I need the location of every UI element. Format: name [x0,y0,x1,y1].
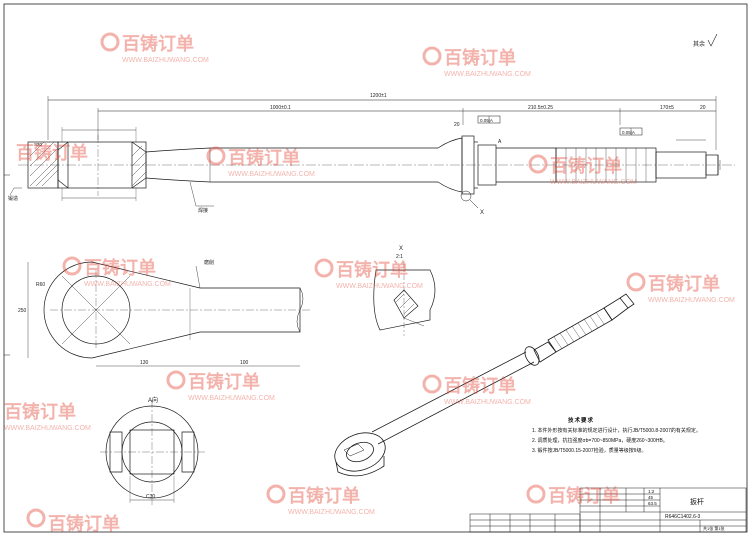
section-scale: 2:1 [396,254,403,260]
dim-small: 20 [700,105,706,111]
roughness-symbol [707,33,718,47]
dim-left: 1000±0.1 [270,105,291,111]
watermark-brand: 百铸订单 [648,273,720,295]
watermark-url: WWW.BAIZHUWANG.COM [188,395,275,402]
view-a [100,400,205,505]
watermark: 百铸订单 [26,508,120,535]
hex-size: S30 [34,142,43,147]
watermark: 百铸订单 WWW.BAIZHUWANG.COM [166,370,275,402]
watermark-url: WWW.BAIZHUWANG.COM [84,281,171,288]
watermark-brand: 百铸订单 [288,485,360,507]
watermark: 百铸订单 WWW.BAIZHUWANG.COM [266,484,375,516]
watermark-url: WWW.BAIZHUWANG.COM [228,171,315,178]
dim-head-neck: 100 [240,360,249,366]
watermark-url: WWW.BAIZHUWANG.COM [444,399,531,406]
section-marker-a: A [498,139,502,145]
tolerance-box: 0.05|A [480,118,493,123]
watermark: 百铸订单 WWW.BAIZHUWANG.COM [62,256,171,288]
notes-title: 技术要求 [568,418,595,424]
label-weld: 焊接 [198,207,208,214]
watermark-url: WWW.BAIZHUWANG.COM [336,283,423,290]
label-forged: 锻造 [8,195,18,202]
watermark: 百铸订单 WWW.BAIZHUWANG.COM [528,154,637,186]
watermark: 百铸订单 WWW.BAIZHUWANG.COM [206,146,315,178]
view-marker-x: X [480,210,484,216]
title-weight: 63.5 [648,501,657,506]
watermark: 百铸订单 WWW.BAIZHUWANG.COM [4,401,91,432]
watermark-url: WWW.BAIZHUWANG.COM [288,509,375,516]
watermark-brand: 百铸订单 [4,401,76,423]
head-plan-view [27,261,310,367]
main-view [9,96,735,209]
section-x-detail [373,262,436,336]
watermark-brand: 百铸订单 [122,33,194,55]
note-item-1: 1. 本件外形按有关标准的规定进行设计，执行JB/T5000.8-2007的有关… [532,428,701,434]
sheet-border [3,3,748,533]
watermark-brand: 百铸订单 [336,259,408,281]
view-a-label: A向 [148,396,158,404]
isometric-view [334,293,635,477]
watermark-brand: 百铸订单 [188,371,260,393]
watermark-layer: 百铸订单 WWW.BAIZHUWANG.COM 百铸订单 WWW.BAIZHUW… [4,32,735,535]
watermark: 百铸订单 WWW.BAIZHUWANG.COM [100,32,209,64]
dim-a-bottom: C30 [146,494,155,500]
watermark-brand: 百铸订单 [84,257,156,279]
dim-head-right: R60 [36,282,45,288]
watermark-brand: 百铸订单 [444,375,516,397]
watermark-url: WWW.BAIZHUWANG.COM [4,425,91,432]
section-label: X [399,246,403,252]
title-scale: 1:2 [648,489,655,494]
title-part-name: 扳杆 [690,497,704,506]
watermark-url: WWW.BAIZHUWANG.COM [122,57,209,64]
dim-head-height: 250 [18,308,27,314]
tolerance-box-right: 0.05|A [622,130,635,135]
watermark-url: WWW.BAIZHUWANG.COM [444,71,531,78]
note-item-2: 2. 调质处理，抗拉强度σb=700~850MPa，硬度260~300HB。 [532,438,668,444]
dim-overall: 1200±1 [370,93,387,99]
watermark: 百铸订单 WWW.BAIZHUWANG.COM [422,374,531,406]
title-sheet: 共1张 第1张 [703,525,725,531]
dim-mid: 210.5±0.25 [528,105,553,111]
label-grind: 磨削 [204,259,214,266]
watermark: 百铸订单 WWW.BAIZHUWANG.COM [314,258,423,290]
watermark-brand: 百铸订单 [550,155,622,177]
title-block [469,487,747,533]
dim-right: 170±5 [660,105,674,111]
note-item-3: 3. 锻件按JB/T5000.15-2007检验，质量等级按II级。 [532,448,647,454]
watermark-brand: 百铸订单 [48,513,120,535]
dim-head-body: 130 [140,360,149,366]
watermark-brand: 百铸订单 [444,47,516,69]
title-drawing-no: R646C1402.6-3 [665,514,701,520]
watermark: 百铸订单 [526,484,620,507]
title-material: 45 [648,495,654,500]
dim-head-width: 20 [454,122,460,128]
watermark-url: WWW.BAIZHUWANG.COM [648,297,735,304]
watermark-brand: 百铸订单 [16,142,88,164]
watermark: 百铸订单 WWW.BAIZHUWANG.COM [626,272,735,304]
watermark-brand: 百铸订单 [228,147,300,169]
watermark: 百铸订单 [16,142,88,164]
watermark: 百铸订单 WWW.BAIZHUWANG.COM [422,46,531,78]
watermark-brand: 百铸订单 [548,485,620,507]
watermark-url: WWW.BAIZHUWANG.COM [550,179,637,186]
roughness-label: 其余 [693,40,705,48]
